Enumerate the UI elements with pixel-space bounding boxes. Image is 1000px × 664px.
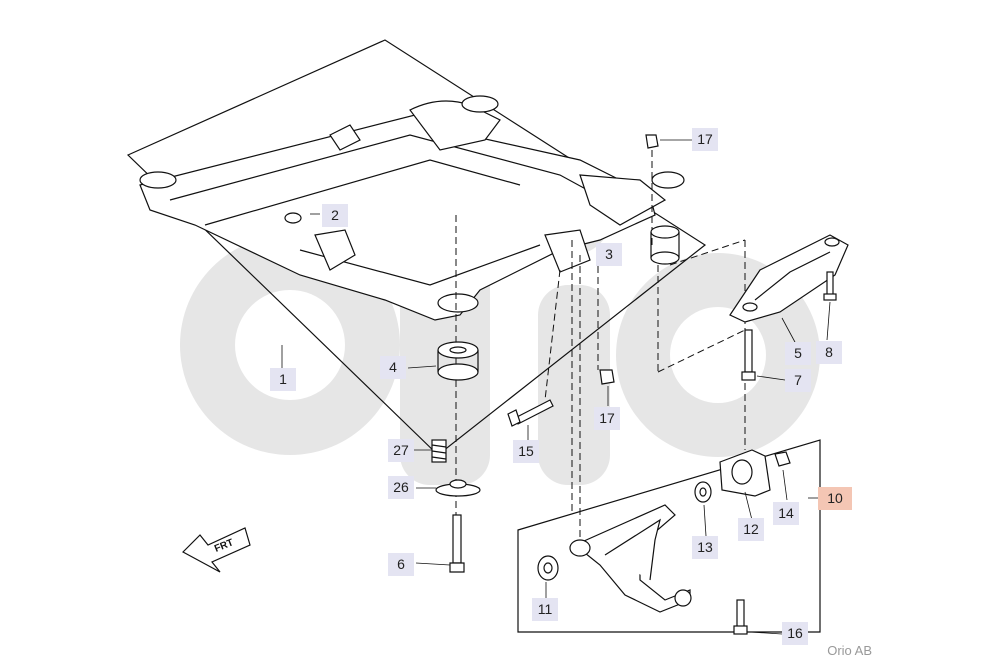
callout-6[interactable]: 6: [388, 553, 414, 576]
bolt-16: [733, 599, 748, 635]
callout-27[interactable]: 27: [388, 439, 414, 462]
callout-11[interactable]: 11: [532, 598, 558, 621]
bushing-4: [437, 341, 479, 381]
bracket-5: [729, 234, 849, 323]
subframe-group-frame: [126, 39, 707, 456]
front-direction-arrow-icon: FRT: [182, 527, 251, 573]
callout-10[interactable]: 10: [818, 487, 852, 510]
callout-4[interactable]: 4: [380, 356, 406, 379]
bolt-15: [507, 399, 554, 427]
bolt-6: [449, 514, 465, 573]
nut-14: [774, 451, 791, 467]
leader-lines: [281, 139, 831, 635]
callout-5[interactable]: 5: [785, 342, 811, 365]
callout-26[interactable]: 26: [388, 476, 414, 499]
callout-1[interactable]: 1: [270, 368, 296, 391]
control-arm-group-frame: [517, 439, 821, 633]
callout-16[interactable]: 16: [782, 622, 808, 645]
subframe: [139, 95, 685, 321]
washer-26: [435, 479, 481, 497]
spacer-27: [431, 439, 447, 463]
bushing-11: [537, 555, 559, 581]
callout-13[interactable]: 13: [692, 536, 718, 559]
callout-3[interactable]: 3: [596, 243, 622, 266]
copyright-text: Orio AB: [827, 643, 872, 658]
callout-15[interactable]: 15: [513, 440, 539, 463]
callout-17-lower[interactable]: 17: [594, 407, 620, 430]
rear-bushing: [650, 225, 680, 265]
callout-7[interactable]: 7: [785, 369, 811, 392]
lower-control-arm: [569, 504, 692, 613]
callout-17-upper[interactable]: 17: [692, 128, 718, 151]
washer-13: [694, 481, 712, 503]
callout-8[interactable]: 8: [816, 341, 842, 364]
callout-12[interactable]: 12: [738, 518, 764, 541]
callout-14[interactable]: 14: [773, 502, 799, 525]
bolt-8: [823, 271, 837, 301]
nut-17-lower: [599, 369, 615, 385]
nut-17-upper: [645, 134, 659, 149]
bushing-12: [719, 449, 771, 497]
bolt-7: [741, 329, 756, 381]
callout-2[interactable]: 2: [322, 204, 348, 227]
